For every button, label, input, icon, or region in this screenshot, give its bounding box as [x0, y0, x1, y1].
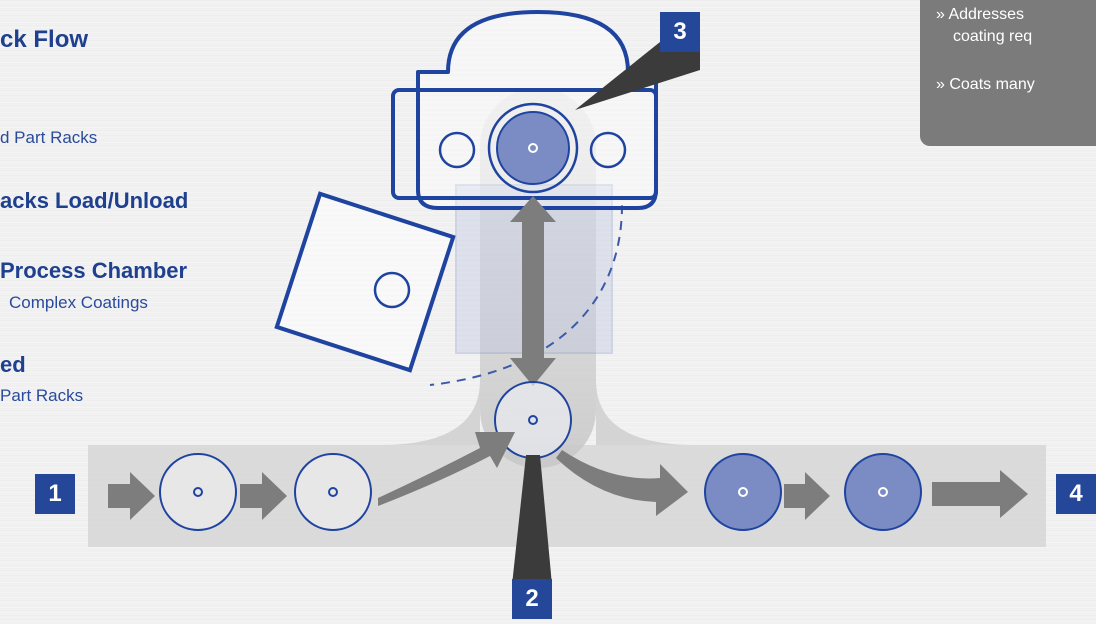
step-badge-1: 1: [35, 474, 75, 514]
chamber-rack-outer: [487, 102, 579, 194]
chamber-side-circle-left: [438, 131, 476, 169]
step-badge-2: 2: [512, 579, 552, 619]
transfer-rack-hub: [528, 415, 538, 425]
curved-arrow-out: [556, 450, 688, 516]
chamber-side-circle-right: [589, 131, 627, 169]
arrow-in-1: [108, 472, 155, 520]
arrow-out-final: [932, 470, 1028, 518]
legend-item-3-subtext: Complex Coatings: [9, 293, 148, 312]
process-chamber-inner: [391, 88, 658, 200]
info-bullet-2: » Coats many: [936, 76, 1035, 93]
process-chamber: [416, 10, 658, 210]
info-bullet-1: » Addresses: [936, 6, 1025, 23]
rack-coated-1: [704, 453, 782, 531]
rack-incoming-2: [294, 453, 372, 531]
rack-coated-1-hub: [738, 487, 748, 497]
arrow-out-1: [784, 472, 830, 520]
chamber-rack-hub: [528, 143, 538, 153]
pointer-2: [512, 455, 552, 585]
legend-item-3-heading: Process Chamber: [0, 258, 188, 283]
rack-coated-2-hub: [878, 487, 888, 497]
process-legend: ck Flow d Part Racks acks Load/Unload Pr…: [0, 0, 300, 420]
rack-coated-2: [844, 453, 922, 531]
track-shoulder-right: [596, 380, 696, 445]
step-badge-3: 3: [660, 12, 700, 52]
rack-incoming-1-hub: [193, 487, 203, 497]
legend-item-1-subtext: d Part Racks: [0, 128, 98, 147]
rack-incoming-1: [159, 453, 237, 531]
rack-incoming-2-hub: [328, 487, 338, 497]
pointer-3: [575, 42, 700, 110]
info-bullet-1-continued: coating req: [953, 28, 1033, 45]
legend-item-4-heading: ed: [0, 352, 26, 377]
arrow-in-2: [240, 472, 287, 520]
vertical-double-arrow: [510, 196, 556, 386]
door-circle: [373, 271, 411, 309]
chamber-rack: [496, 111, 570, 185]
info-callout-box: » Addresses coating req » Coats many: [920, 0, 1096, 146]
dashed-arc: [429, 204, 623, 386]
load-unload-door: [274, 191, 456, 373]
legend-item-2-heading: acks Load/Unload: [0, 188, 189, 213]
legend-item-4-subtext: Part Racks: [0, 386, 84, 405]
curved-arrow-in: [378, 432, 515, 506]
legend-title: ck Flow: [0, 26, 89, 53]
step-badge-4: 4: [1056, 474, 1096, 514]
track-shoulder-left: [380, 380, 480, 445]
